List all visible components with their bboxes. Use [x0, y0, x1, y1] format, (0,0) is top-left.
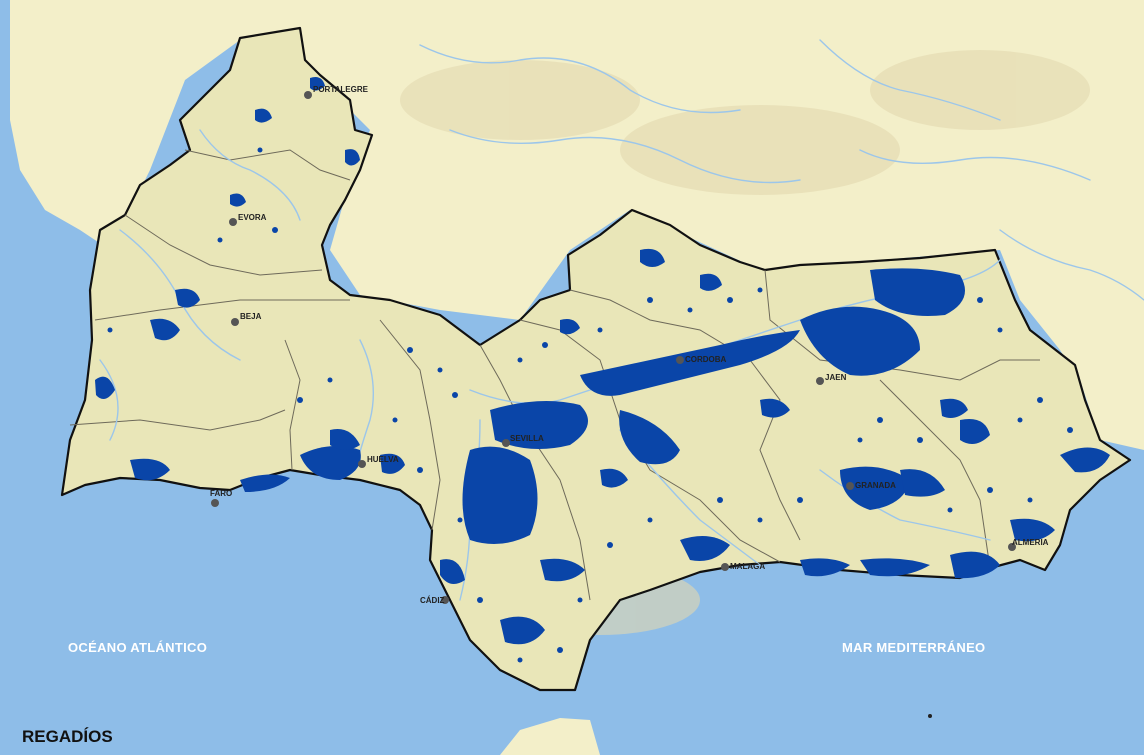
map-title: REGADÍOS: [22, 727, 113, 746]
island-dot: [928, 714, 932, 718]
city-dot: [1008, 543, 1016, 551]
city-markers: PORTALEGRE EVORA BEJA FARO HUELVA SEVILL…: [210, 85, 1049, 605]
city-label: ALMERIA: [1012, 538, 1049, 547]
city-label: SEVILLA: [510, 434, 544, 443]
city-dot: [721, 563, 729, 571]
city-huelva[interactable]: HUELVA: [358, 455, 399, 468]
city-dot: [816, 377, 824, 385]
city-faro[interactable]: FARO: [210, 489, 232, 507]
city-cordoba[interactable]: CORDOBA: [676, 355, 727, 364]
city-label: PORTALEGRE: [313, 85, 369, 94]
city-beja[interactable]: BEJA: [231, 312, 262, 326]
city-dot: [229, 218, 237, 226]
city-label: HUELVA: [367, 455, 399, 464]
city-dot: [304, 91, 312, 99]
city-label: CÁDIZ: [420, 596, 445, 605]
city-evora[interactable]: EVORA: [229, 213, 267, 226]
sea-label-atlantic: OCÉANO ATLÁNTICO: [68, 640, 207, 655]
iberia-land: [10, 0, 1144, 450]
africa-land: [500, 718, 600, 755]
irrigated-areas: [95, 77, 1110, 645]
irrigated-spots: [107, 147, 1073, 663]
city-dot: [846, 482, 854, 490]
city-malaga[interactable]: MALAGA: [721, 562, 765, 571]
city-granada[interactable]: GRANADA: [846, 481, 896, 490]
city-label: CORDOBA: [685, 355, 727, 364]
city-dot: [441, 596, 449, 604]
city-jaen[interactable]: JAEN: [816, 373, 847, 385]
city-label: EVORA: [238, 213, 267, 222]
city-cadiz[interactable]: CÁDIZ: [420, 596, 449, 605]
city-label: JAEN: [825, 373, 847, 382]
city-label: GRANADA: [855, 481, 896, 490]
city-dot: [358, 460, 366, 468]
city-dot: [231, 318, 239, 326]
city-sevilla[interactable]: SEVILLA: [502, 434, 544, 447]
city-portalegre[interactable]: PORTALEGRE: [304, 85, 369, 99]
city-label: BEJA: [240, 312, 262, 321]
city-dot: [676, 356, 684, 364]
city-almeria[interactable]: ALMERIA: [1008, 538, 1049, 551]
city-label: MALAGA: [730, 562, 765, 571]
city-label: FARO: [210, 489, 232, 498]
sea-label-mediterranean: MAR MEDITERRÁNEO: [842, 640, 985, 655]
city-dot: [211, 499, 219, 507]
city-dot: [502, 439, 510, 447]
